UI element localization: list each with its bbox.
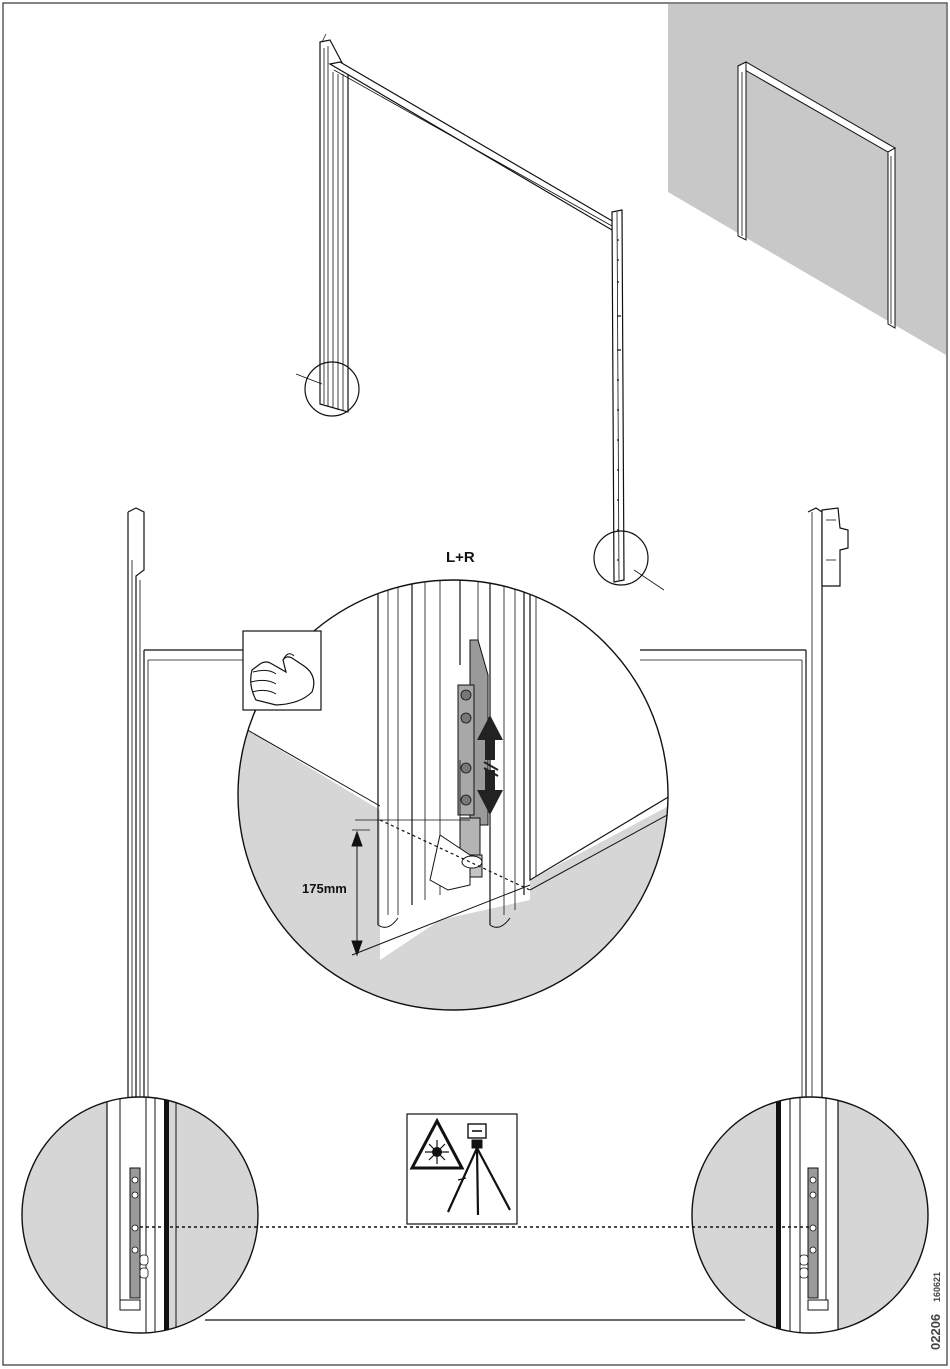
wall-opening-illustration: [668, 4, 946, 355]
hand-tighten-icon: [243, 631, 321, 710]
doc-number: 02206: [928, 1314, 943, 1350]
doc-date: 160621: [932, 1272, 942, 1302]
side-label: L+R: [446, 549, 475, 566]
door-frame-perspective: [296, 34, 664, 590]
laser-level-icon-box: [407, 1114, 517, 1224]
dimension-label: 175mm: [302, 881, 347, 896]
bottom-left-lock-detail: [22, 1095, 258, 1355]
bottom-right-lock-detail: [692, 1095, 928, 1355]
